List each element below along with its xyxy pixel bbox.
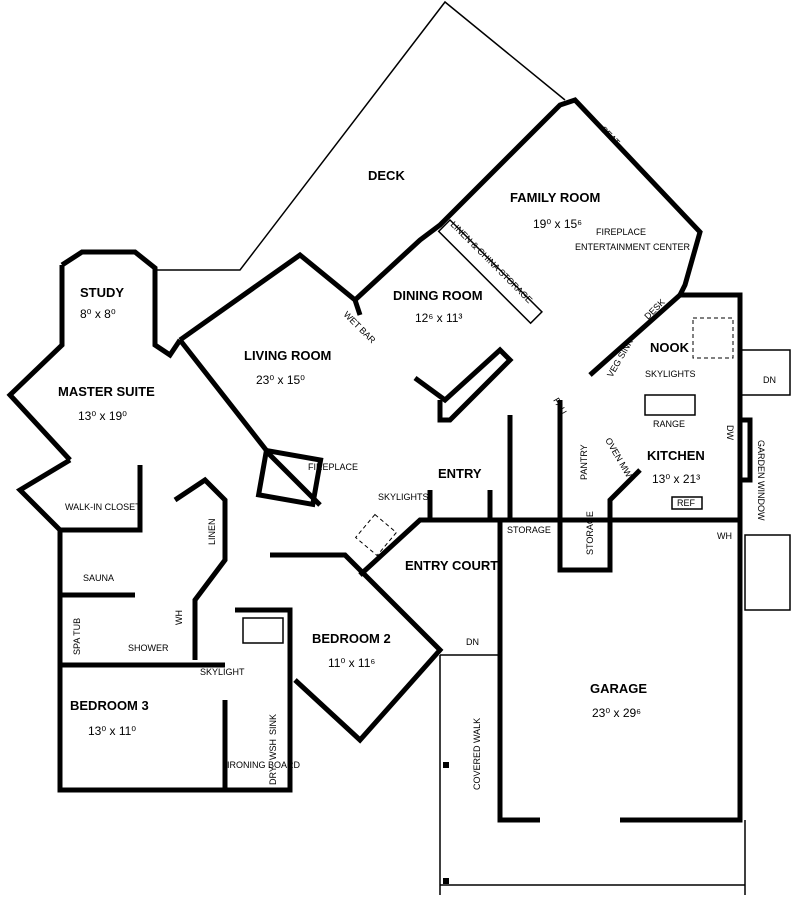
size-kitchen: 13⁰ x 21³: [652, 472, 700, 486]
label-fireplace-family: FIREPLACE: [596, 227, 646, 237]
label-skylights-entry: SKYLIGHTS: [378, 492, 429, 502]
label-pantry: PANTRY: [579, 444, 589, 480]
label-walk-in-closet: WALK-IN CLOSET: [65, 502, 141, 512]
wall-entry: [427, 490, 493, 523]
label-dw: DW: [725, 425, 735, 440]
wall-pantry: [507, 415, 642, 573]
size-bedroom-3: 13⁰ x 11⁰: [88, 724, 136, 738]
label-dn-walk: DN: [466, 637, 479, 647]
label-bedroom-2: BEDROOM 2: [312, 631, 391, 646]
wall-family-room: [353, 97, 703, 302]
label-living-room: LIVING ROOM: [244, 348, 331, 363]
label-entry-court: ENTRY COURT: [405, 558, 498, 573]
label-dry: DRY: [268, 766, 278, 785]
garden-window-box: [739, 349, 791, 396]
wall-bedroom-2: [270, 552, 444, 744]
label-storage-2: STORAGE: [585, 511, 595, 555]
label-master-suite: MASTER SUITE: [58, 384, 155, 399]
wall-living-diagonal: [178, 338, 322, 507]
size-dining-room: 12⁶ x 11³: [415, 311, 462, 325]
deck-outline: [155, 0, 566, 271]
size-study: 8⁰ x 8⁰: [80, 307, 116, 321]
label-bedroom-3: BEDROOM 3: [70, 698, 149, 713]
label-covered-walk: COVERED WALK: [472, 718, 482, 790]
size-bedroom-2: 11⁰ x 11⁶: [328, 656, 375, 670]
post: [443, 878, 449, 884]
label-dn-kitchen: DN: [763, 375, 776, 385]
wall-bedroom-3: [57, 665, 228, 793]
label-skylights-nook: SKYLIGHTS: [645, 369, 696, 379]
label-wh-bath: WH: [174, 610, 184, 625]
fireplace-living: [255, 447, 324, 508]
label-oven-mw: OVEN MW: [603, 436, 634, 480]
label-deck: DECK: [368, 168, 405, 183]
label-fireplace-living: FIREPLACE: [308, 462, 358, 472]
range-island: [644, 394, 696, 416]
label-garage: GARAGE: [590, 681, 647, 696]
label-entry: ENTRY: [438, 466, 482, 481]
label-sauna: SAUNA: [83, 573, 114, 583]
label-ironing-board: IRONING BOARD: [227, 760, 301, 770]
label-spa-tub: SPA TUB: [72, 618, 82, 655]
wall-master-suite: [6, 265, 72, 462]
label-family-room: FAMILY ROOM: [510, 190, 600, 205]
wall-family-kitchen: [680, 292, 743, 520]
label-sink: SINK: [268, 714, 278, 735]
size-family-room: 19⁰ x 15⁶: [533, 217, 582, 231]
size-garage: 23⁰ x 29⁶: [592, 706, 641, 720]
post: [443, 762, 449, 768]
label-study: STUDY: [80, 285, 124, 300]
wall-living-room: [178, 251, 363, 343]
label-skylight-bath: SKYLIGHT: [200, 667, 245, 677]
label-garden-window: GARDEN WINDOW: [756, 440, 766, 521]
skylight-nook: [692, 317, 734, 359]
label-storage-1: STORAGE: [507, 525, 551, 535]
label-fau: FAU: [551, 396, 568, 416]
label-wsh: WSH: [268, 739, 278, 760]
label-linen: LINEN: [207, 518, 217, 545]
ref-box: [671, 496, 703, 510]
wall-hall-bath: [225, 607, 293, 793]
garden-bump: [740, 417, 753, 483]
skylight-entry: [354, 513, 398, 557]
label-entertainment-center: ENTERTAINMENT CENTER: [575, 242, 691, 252]
label-shower: SHOWER: [128, 643, 169, 653]
wall-garage-left: [497, 520, 540, 823]
wall-nook-diagonal: [588, 293, 682, 377]
bathtub: [242, 617, 284, 644]
wall-living-stair: [413, 346, 514, 423]
label-ref: REF: [677, 498, 696, 508]
label-nook: NOOK: [650, 340, 690, 355]
size-master-suite: 13⁰ x 19⁰: [78, 409, 127, 423]
label-wh-garage: WH: [717, 531, 732, 541]
wall-bath-center: [173, 476, 228, 660]
label-dining-room: DINING ROOM: [393, 288, 483, 303]
linen-china-storage-cabinet: [437, 218, 543, 325]
label-kitchen: KITCHEN: [647, 448, 705, 463]
size-living-room: 23⁰ x 15⁰: [256, 373, 305, 387]
garage-door-side: [744, 534, 791, 611]
label-range: RANGE: [653, 419, 685, 429]
wall-garage: [500, 517, 743, 823]
wall-closet: [15, 457, 143, 533]
wall-study: [60, 249, 183, 359]
